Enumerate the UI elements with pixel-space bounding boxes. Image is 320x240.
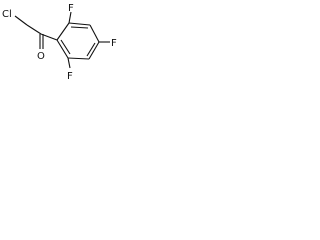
ring-bond-3 [89,24,100,43]
ring-inner-bond-b [86,42,96,57]
atom-label-f-bottom: F [67,71,73,82]
bond-cl-ch2 [14,15,28,26]
ring-bond-2 [68,22,91,26]
atom-labels: Cl O F F F [2,3,117,82]
ring-inner-bond-a [70,26,89,29]
structure-drawing: Cl O F F F [2,3,117,82]
ring-bond-6 [56,39,69,59]
ring-bond-1 [56,22,70,41]
atom-label-f-top: F [68,3,74,14]
chemical-structure-figure: Cl O F F F [0,0,127,82]
atom-label-cl: Cl [2,9,12,20]
bonds [14,11,110,69]
ring-bond-5 [67,57,90,60]
bond-carbonyl-ring [40,33,58,41]
atom-label-o: O [37,51,45,62]
bond-ch2-carbonyl [26,24,42,35]
atom-label-f-right: F [111,38,117,49]
bond-f-top [68,11,72,24]
ring-inner-bond-c [60,39,71,55]
ring-bond-4 [88,41,100,60]
bond-f-bottom [67,57,71,69]
